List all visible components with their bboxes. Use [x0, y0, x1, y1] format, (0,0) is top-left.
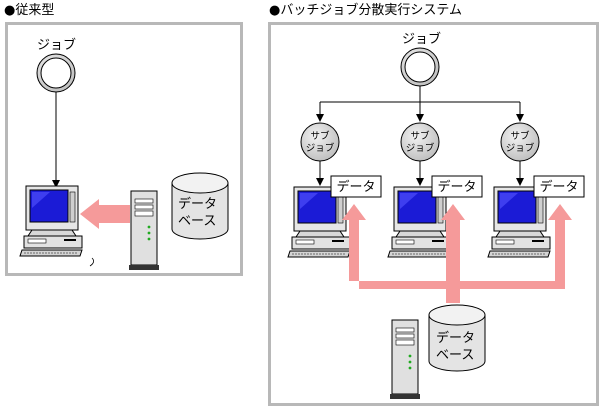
- subjob-2-label-2: ジョブ: [406, 142, 435, 154]
- data-label-box-3: [533, 175, 585, 198]
- subjob-3-label-2: ジョブ: [506, 142, 535, 154]
- data-label-box-1: [330, 175, 382, 198]
- data-label-1: データ: [336, 179, 375, 195]
- subjob-node-1: [300, 122, 340, 162]
- job-distribution-lines: [316, 86, 524, 122]
- left-server-icon: [128, 190, 160, 271]
- left-data-flow-arrow: [80, 199, 130, 229]
- right-panel-title: ●バッチジョブ分散実行システム: [269, 3, 462, 18]
- subjob-3-label-1: サブ: [510, 130, 530, 142]
- left-db-label-1: データ: [178, 196, 217, 212]
- subjob-to-pc-arrows: [316, 161, 524, 186]
- subjob-1-label-2: ジョブ: [306, 142, 335, 154]
- right-server-icon: [389, 319, 421, 400]
- left-job-label: ジョブ: [37, 37, 76, 53]
- data-label-2: データ: [437, 179, 476, 195]
- right-job-label: ジョブ: [402, 31, 441, 47]
- subjob-1-label-1: サブ: [310, 130, 330, 142]
- left-db-label-2: ベース: [178, 214, 216, 229]
- right-data-flow-arrows: [342, 204, 572, 303]
- subjob-2-label-1: サブ: [410, 130, 430, 142]
- left-panel-title: ●従来型: [4, 3, 55, 18]
- left-computer-icon: [19, 185, 83, 257]
- subjob-node-2: [400, 122, 440, 162]
- subjob-node-3: [500, 122, 540, 162]
- data-label-3: データ: [539, 179, 578, 195]
- data-label-box-2: [431, 175, 483, 198]
- right-db-label-2: ベース: [436, 348, 474, 363]
- right-db-label-1: データ: [436, 330, 475, 346]
- left-job-node: [36, 53, 76, 93]
- right-job-node: [400, 47, 440, 87]
